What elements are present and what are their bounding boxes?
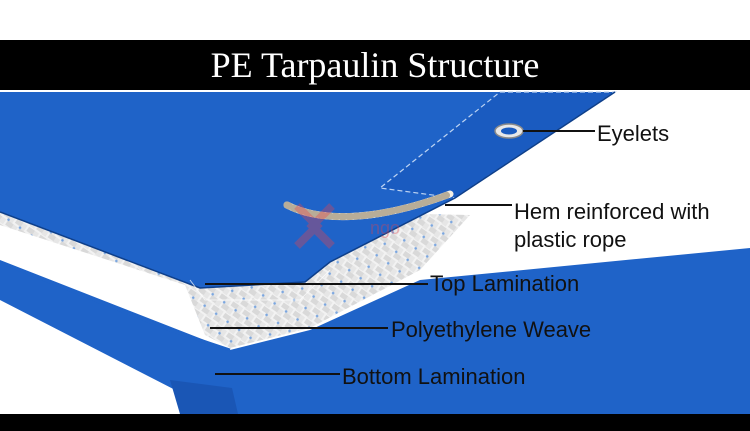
- bottom-band: [0, 414, 750, 431]
- label-bottom-lamination: Bottom Lamination: [342, 364, 526, 389]
- bottom-lamination-layer: [0, 248, 750, 414]
- label-eyelets: Eyelets: [597, 121, 670, 146]
- label-top-lamination: Top Lamination: [430, 271, 580, 296]
- diagram-title: PE Tarpaulin Structure: [210, 45, 540, 85]
- title-band: [0, 40, 750, 90]
- label-hem-line1: Hem reinforced with: [514, 199, 710, 224]
- label-hem-line2: plastic rope: [514, 227, 627, 252]
- eyelet-icon: [494, 123, 524, 139]
- watermark-text: ngo: [370, 218, 401, 238]
- label-polyethylene-weave: Polyethylene Weave: [391, 317, 592, 342]
- bottom-lamination-fold: [170, 380, 238, 414]
- watermark-logo: ngo: [292, 196, 462, 256]
